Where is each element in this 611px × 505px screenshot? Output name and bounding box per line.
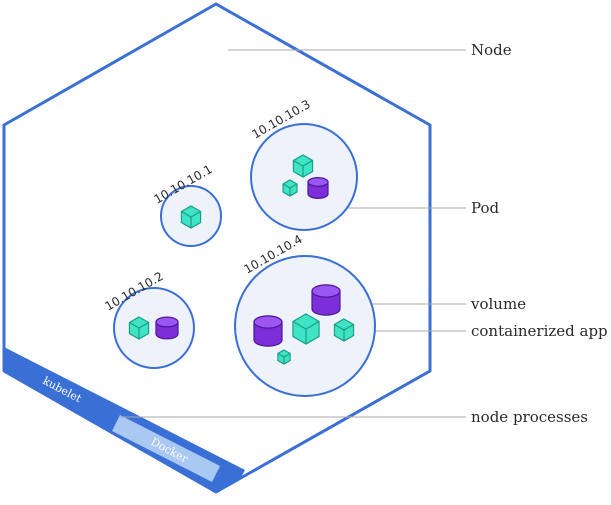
cube-icon bbox=[333, 318, 355, 342]
cube-icon bbox=[128, 316, 150, 340]
cylinder-icon bbox=[155, 316, 179, 340]
pod-contents bbox=[128, 154, 355, 365]
cube-icon bbox=[292, 154, 314, 178]
node-processes-label: node processes bbox=[471, 408, 588, 426]
node-hexagon bbox=[2, 2, 432, 494]
cylinder-icon bbox=[307, 177, 329, 199]
pod-label: Pod bbox=[471, 199, 500, 217]
docker-band bbox=[112, 415, 220, 482]
volume-label: volume bbox=[470, 295, 526, 313]
cube-icon bbox=[277, 349, 291, 365]
pod-circle-2 bbox=[113, 287, 195, 369]
cylinder-icon bbox=[311, 284, 341, 316]
cube-icon bbox=[180, 205, 202, 229]
cube-icon bbox=[282, 179, 298, 197]
cylinder-icon bbox=[253, 315, 283, 347]
node-processes-band: kubelet Docker bbox=[4, 345, 245, 492]
cube-icon bbox=[292, 313, 320, 345]
containerized-app-label: containerized app bbox=[471, 322, 608, 340]
node-label: Node bbox=[471, 41, 512, 59]
